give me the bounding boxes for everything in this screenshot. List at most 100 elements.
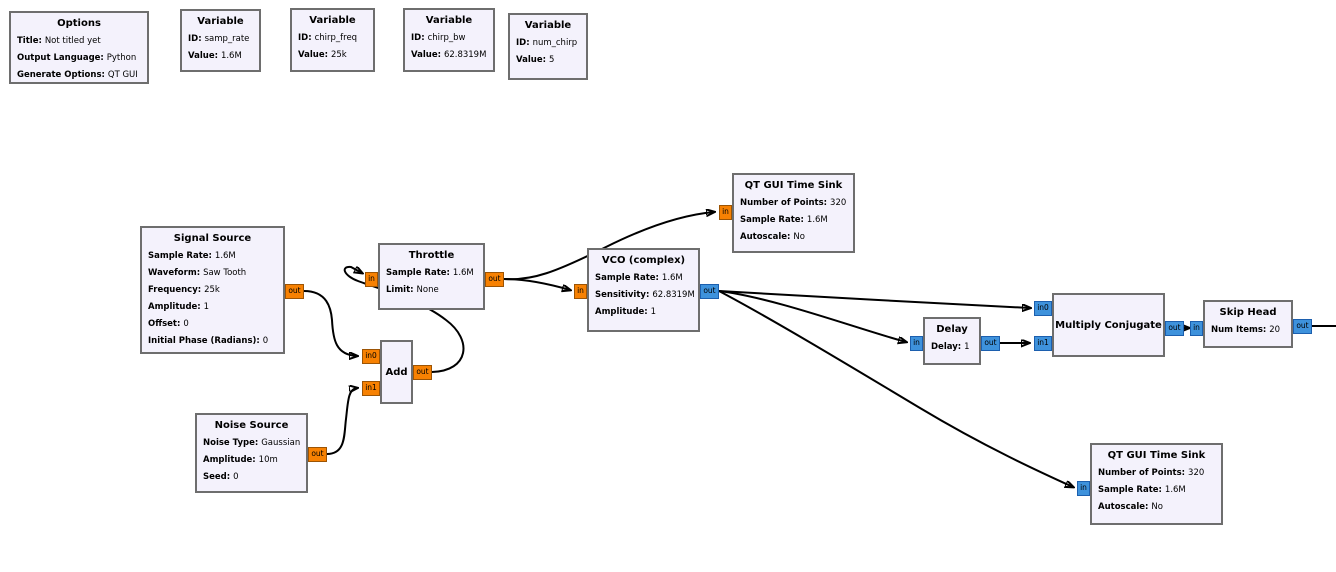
- param-value: 320: [830, 198, 847, 208]
- block-param: Title: Not titled yet: [17, 33, 141, 50]
- block-param: Autoscale: No: [740, 229, 847, 246]
- param-value: 25k: [330, 50, 347, 60]
- param-value: Python: [106, 53, 137, 63]
- add-port-out[interactable]: out: [413, 365, 432, 380]
- vco-complex-port-in[interactable]: in: [574, 284, 587, 299]
- param-label: Generate Options:: [17, 70, 108, 80]
- param-value: 62.8319M: [443, 50, 487, 60]
- param-label: Noise Type:: [203, 438, 262, 448]
- block-param: Autoscale: No: [1098, 499, 1215, 516]
- throttle-port-in[interactable]: in: [365, 272, 378, 287]
- noise-source-port-out[interactable]: out: [308, 447, 327, 462]
- param-label: Value:: [516, 55, 549, 65]
- block-param: Amplitude: 1: [148, 299, 277, 316]
- block-param: Seed: 0: [203, 469, 300, 486]
- delay-port-out[interactable]: out: [981, 336, 1000, 351]
- param-value: 0: [262, 336, 269, 346]
- block-param: Value: 62.8319M: [411, 47, 487, 64]
- param-value: Gaussian: [261, 438, 301, 448]
- param-label: Sample Rate:: [386, 268, 453, 278]
- param-label: Value:: [411, 50, 444, 60]
- param-label: Output Language:: [17, 53, 107, 63]
- param-label: Autoscale:: [1098, 502, 1152, 512]
- add-port-in1[interactable]: in1: [362, 381, 380, 396]
- block-title: Options: [57, 18, 101, 29]
- block-param: Number of Points: 320: [1098, 465, 1215, 482]
- param-value: samp_rate: [204, 34, 250, 44]
- multiply-conjugate-port-in1[interactable]: in1: [1034, 336, 1052, 351]
- block-param: Waveform: Saw Tooth: [148, 265, 277, 282]
- block-add[interactable]: Add: [380, 340, 413, 404]
- wire-vco-to-time-sink-bottom[interactable]: [718, 290, 1073, 487]
- param-value: 10m: [258, 455, 278, 465]
- delay-port-in[interactable]: in: [910, 336, 923, 351]
- param-label: ID:: [411, 33, 428, 43]
- block-title: Variable: [309, 15, 356, 26]
- skip-head-port-in[interactable]: in: [1190, 321, 1203, 336]
- block-title: QT GUI Time Sink: [1107, 450, 1206, 461]
- param-value: chirp_bw: [427, 33, 466, 43]
- param-label: Number of Points:: [740, 198, 831, 208]
- block-param: ID: chirp_bw: [411, 30, 487, 47]
- param-label: Seed:: [203, 472, 234, 482]
- param-label: Sensitivity:: [595, 290, 653, 300]
- wire-throttle-to-vco-in[interactable]: [503, 278, 570, 290]
- block-title: Variable: [197, 16, 244, 27]
- param-value: No: [793, 232, 805, 242]
- block-param: Num Items: 20: [1211, 322, 1285, 339]
- param-label: Sample Rate:: [595, 273, 662, 283]
- add-port-in0[interactable]: in0: [362, 349, 380, 364]
- block-multiply-conjugate[interactable]: Multiply Conjugate: [1052, 293, 1165, 357]
- qt-gui-time-sink-bottom-port-in[interactable]: in: [1077, 481, 1090, 496]
- skip-head-port-out[interactable]: out: [1293, 319, 1312, 334]
- param-value: 62.8319M: [652, 290, 695, 300]
- param-value: 1: [964, 342, 970, 352]
- param-value: Saw Tooth: [203, 268, 247, 278]
- block-param: Generate Options: QT GUI: [17, 67, 141, 84]
- qt-gui-time-sink-top-port-in[interactable]: in: [719, 205, 732, 220]
- wire-throttle-to-time-sink-top[interactable]: [503, 212, 714, 281]
- param-label: Number of Points:: [1098, 468, 1189, 478]
- block-param: Initial Phase (Radians): 0: [148, 333, 277, 350]
- block-title: QT GUI Time Sink: [744, 180, 843, 191]
- param-label: Sample Rate:: [740, 215, 807, 225]
- wire-vco-to-multiply-in0[interactable]: [718, 290, 1030, 308]
- param-value: 1: [203, 302, 210, 312]
- multiply-conjugate-port-in0[interactable]: in0: [1034, 301, 1052, 316]
- wire-vco-to-delay-in[interactable]: [718, 290, 906, 342]
- block-param: Value: 5: [516, 52, 580, 69]
- signal-source-port-out[interactable]: out: [285, 284, 304, 299]
- block-param: ID: samp_rate: [188, 31, 253, 48]
- param-label: Value:: [298, 50, 331, 60]
- block-title: VCO (complex): [601, 255, 686, 266]
- wire-signal-source-to-add-in0[interactable]: [303, 290, 357, 356]
- param-label: Offset:: [148, 319, 184, 329]
- param-value: 1.6M: [1164, 485, 1186, 495]
- vco-complex-port-out[interactable]: out: [700, 284, 719, 299]
- block-param: Delay: 1: [931, 339, 973, 356]
- block-param: Sample Rate: 1.6M: [740, 212, 847, 229]
- block-param: Sample Rate: 1.6M: [1098, 482, 1215, 499]
- param-label: Delay:: [931, 342, 965, 352]
- wire-noise-source-to-add-in1[interactable]: [326, 388, 357, 455]
- throttle-port-out[interactable]: out: [485, 272, 504, 287]
- param-value: 20: [1269, 325, 1281, 335]
- param-label: Sample Rate:: [148, 251, 215, 261]
- multiply-conjugate-port-out[interactable]: out: [1165, 321, 1184, 336]
- param-value: QT GUI: [107, 70, 138, 80]
- param-value: No: [1151, 502, 1163, 512]
